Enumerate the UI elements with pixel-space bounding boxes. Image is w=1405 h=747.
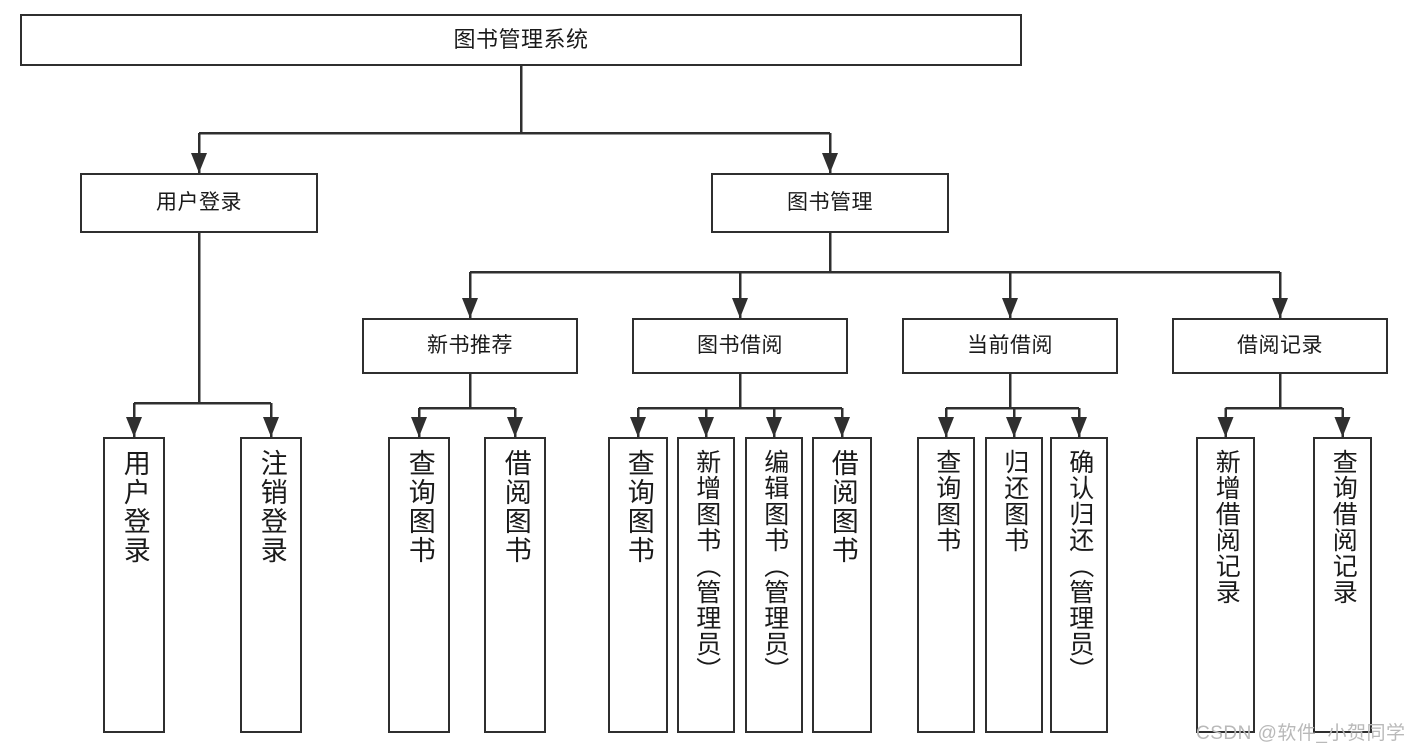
node-bookmgmt[interactable]: 图书管理 [711, 173, 949, 233]
node-root[interactable]: 图书管理系统 [20, 14, 1022, 66]
node-label: 新书推荐 [427, 333, 513, 357]
node-leaf-new-1[interactable]: 查询图书 [388, 437, 450, 733]
node-label: 用户登录 [156, 190, 242, 214]
node-label: 归还图书 [1000, 449, 1029, 553]
node-label: 确认归还（管理员） [1065, 449, 1094, 683]
node-label: 查询图书 [932, 449, 961, 553]
node-label: 图书借阅 [697, 333, 783, 357]
node-current[interactable]: 当前借阅 [902, 318, 1118, 374]
node-borrow[interactable]: 图书借阅 [632, 318, 848, 374]
node-label: 查询借阅记录 [1329, 449, 1358, 605]
node-label: 图书管理 [787, 190, 873, 214]
node-label: 注销登录 [256, 449, 287, 565]
node-leaf-bor-4[interactable]: 借阅图书 [812, 437, 872, 733]
node-leaf-rec-1[interactable]: 新增借阅记录 [1196, 437, 1255, 733]
node-leaf-cur-3[interactable]: 确认归还（管理员） [1050, 437, 1108, 733]
node-login[interactable]: 用户登录 [80, 173, 318, 233]
node-label: 查询图书 [623, 449, 654, 565]
node-leaf-bor-3[interactable]: 编辑图书（管理员） [745, 437, 803, 733]
node-label: 借阅图书 [827, 449, 858, 565]
node-records[interactable]: 借阅记录 [1172, 318, 1388, 374]
node-label: 新增借阅记录 [1212, 449, 1241, 605]
watermark-label: CSDN @软件_小贺同学 [1196, 723, 1405, 744]
node-label: 用户登录 [119, 449, 150, 565]
node-leaf-bor-1[interactable]: 查询图书 [608, 437, 668, 733]
node-label: 当前借阅 [967, 333, 1053, 357]
node-label: 借阅记录 [1237, 333, 1323, 357]
node-leaf-new-2[interactable]: 借阅图书 [484, 437, 546, 733]
node-label: 编辑图书（管理员） [760, 449, 789, 683]
node-leaf-cur-1[interactable]: 查询图书 [917, 437, 975, 733]
node-leaf-login-2[interactable]: 注销登录 [240, 437, 302, 733]
node-leaf-bor-2[interactable]: 新增图书（管理员） [677, 437, 735, 733]
node-label: 查询图书 [404, 449, 435, 565]
node-newbook[interactable]: 新书推荐 [362, 318, 578, 374]
node-leaf-cur-2[interactable]: 归还图书 [985, 437, 1043, 733]
node-leaf-login-1[interactable]: 用户登录 [103, 437, 165, 733]
node-label: 新增图书（管理员） [692, 449, 721, 683]
node-label: 图书管理系统 [453, 27, 589, 53]
node-leaf-rec-2[interactable]: 查询借阅记录 [1313, 437, 1372, 733]
node-label: 借阅图书 [500, 449, 531, 565]
